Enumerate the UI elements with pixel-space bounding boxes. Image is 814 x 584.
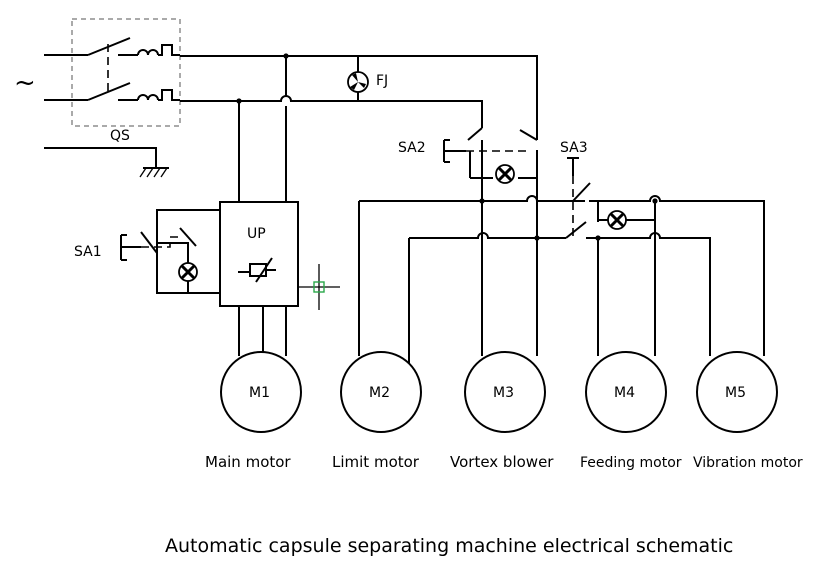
fan-icon: [350, 73, 366, 90]
diagram-title: Automatic capsule separating machine ele…: [165, 535, 733, 557]
motor-m1: M1 Main motor: [205, 351, 302, 471]
motor-id: M5: [725, 385, 746, 401]
motor-m4: M4 Feeding motor: [580, 351, 682, 471]
switch-sa1: SA1: [74, 209, 220, 294]
m1-feeders: [238, 306, 287, 356]
sa1-label: SA1: [74, 244, 102, 260]
distribution-wiring: [358, 195, 765, 365]
qs-label: QS: [110, 128, 130, 144]
up-label: UP: [247, 226, 266, 242]
main-switch-qs: ~ QS: [14, 18, 181, 178]
motor-m5: M5 Vibration motor: [693, 351, 803, 471]
switch-sa3: SA3: [560, 140, 655, 239]
motor-caption: Limit motor: [332, 453, 420, 471]
motor-id: M2: [369, 385, 390, 401]
motor-caption: Vibration motor: [693, 455, 803, 471]
motor-caption: Main motor: [205, 453, 291, 471]
ac-supply-symbol: ~: [14, 68, 36, 98]
switch-sa2: SA2: [398, 127, 538, 200]
supply-buses: [180, 53, 538, 202]
motor-m3: M3 Vortex blower: [450, 351, 554, 471]
sa2-label: SA2: [398, 140, 426, 156]
motor-id: M1: [249, 385, 270, 401]
motor-caption: Vortex blower: [450, 453, 554, 471]
fan-fj: FJ: [347, 56, 388, 101]
motor-caption: Feeding motor: [580, 455, 682, 471]
sa3-label: SA3: [560, 140, 588, 156]
motor-id: M3: [493, 385, 514, 401]
qs-enclosure: [71, 18, 181, 127]
motor-id: M4: [614, 385, 635, 401]
up-controller: UP: [219, 201, 340, 310]
motor-m2: M2 Limit motor: [332, 351, 422, 471]
fj-label: FJ: [376, 73, 388, 89]
